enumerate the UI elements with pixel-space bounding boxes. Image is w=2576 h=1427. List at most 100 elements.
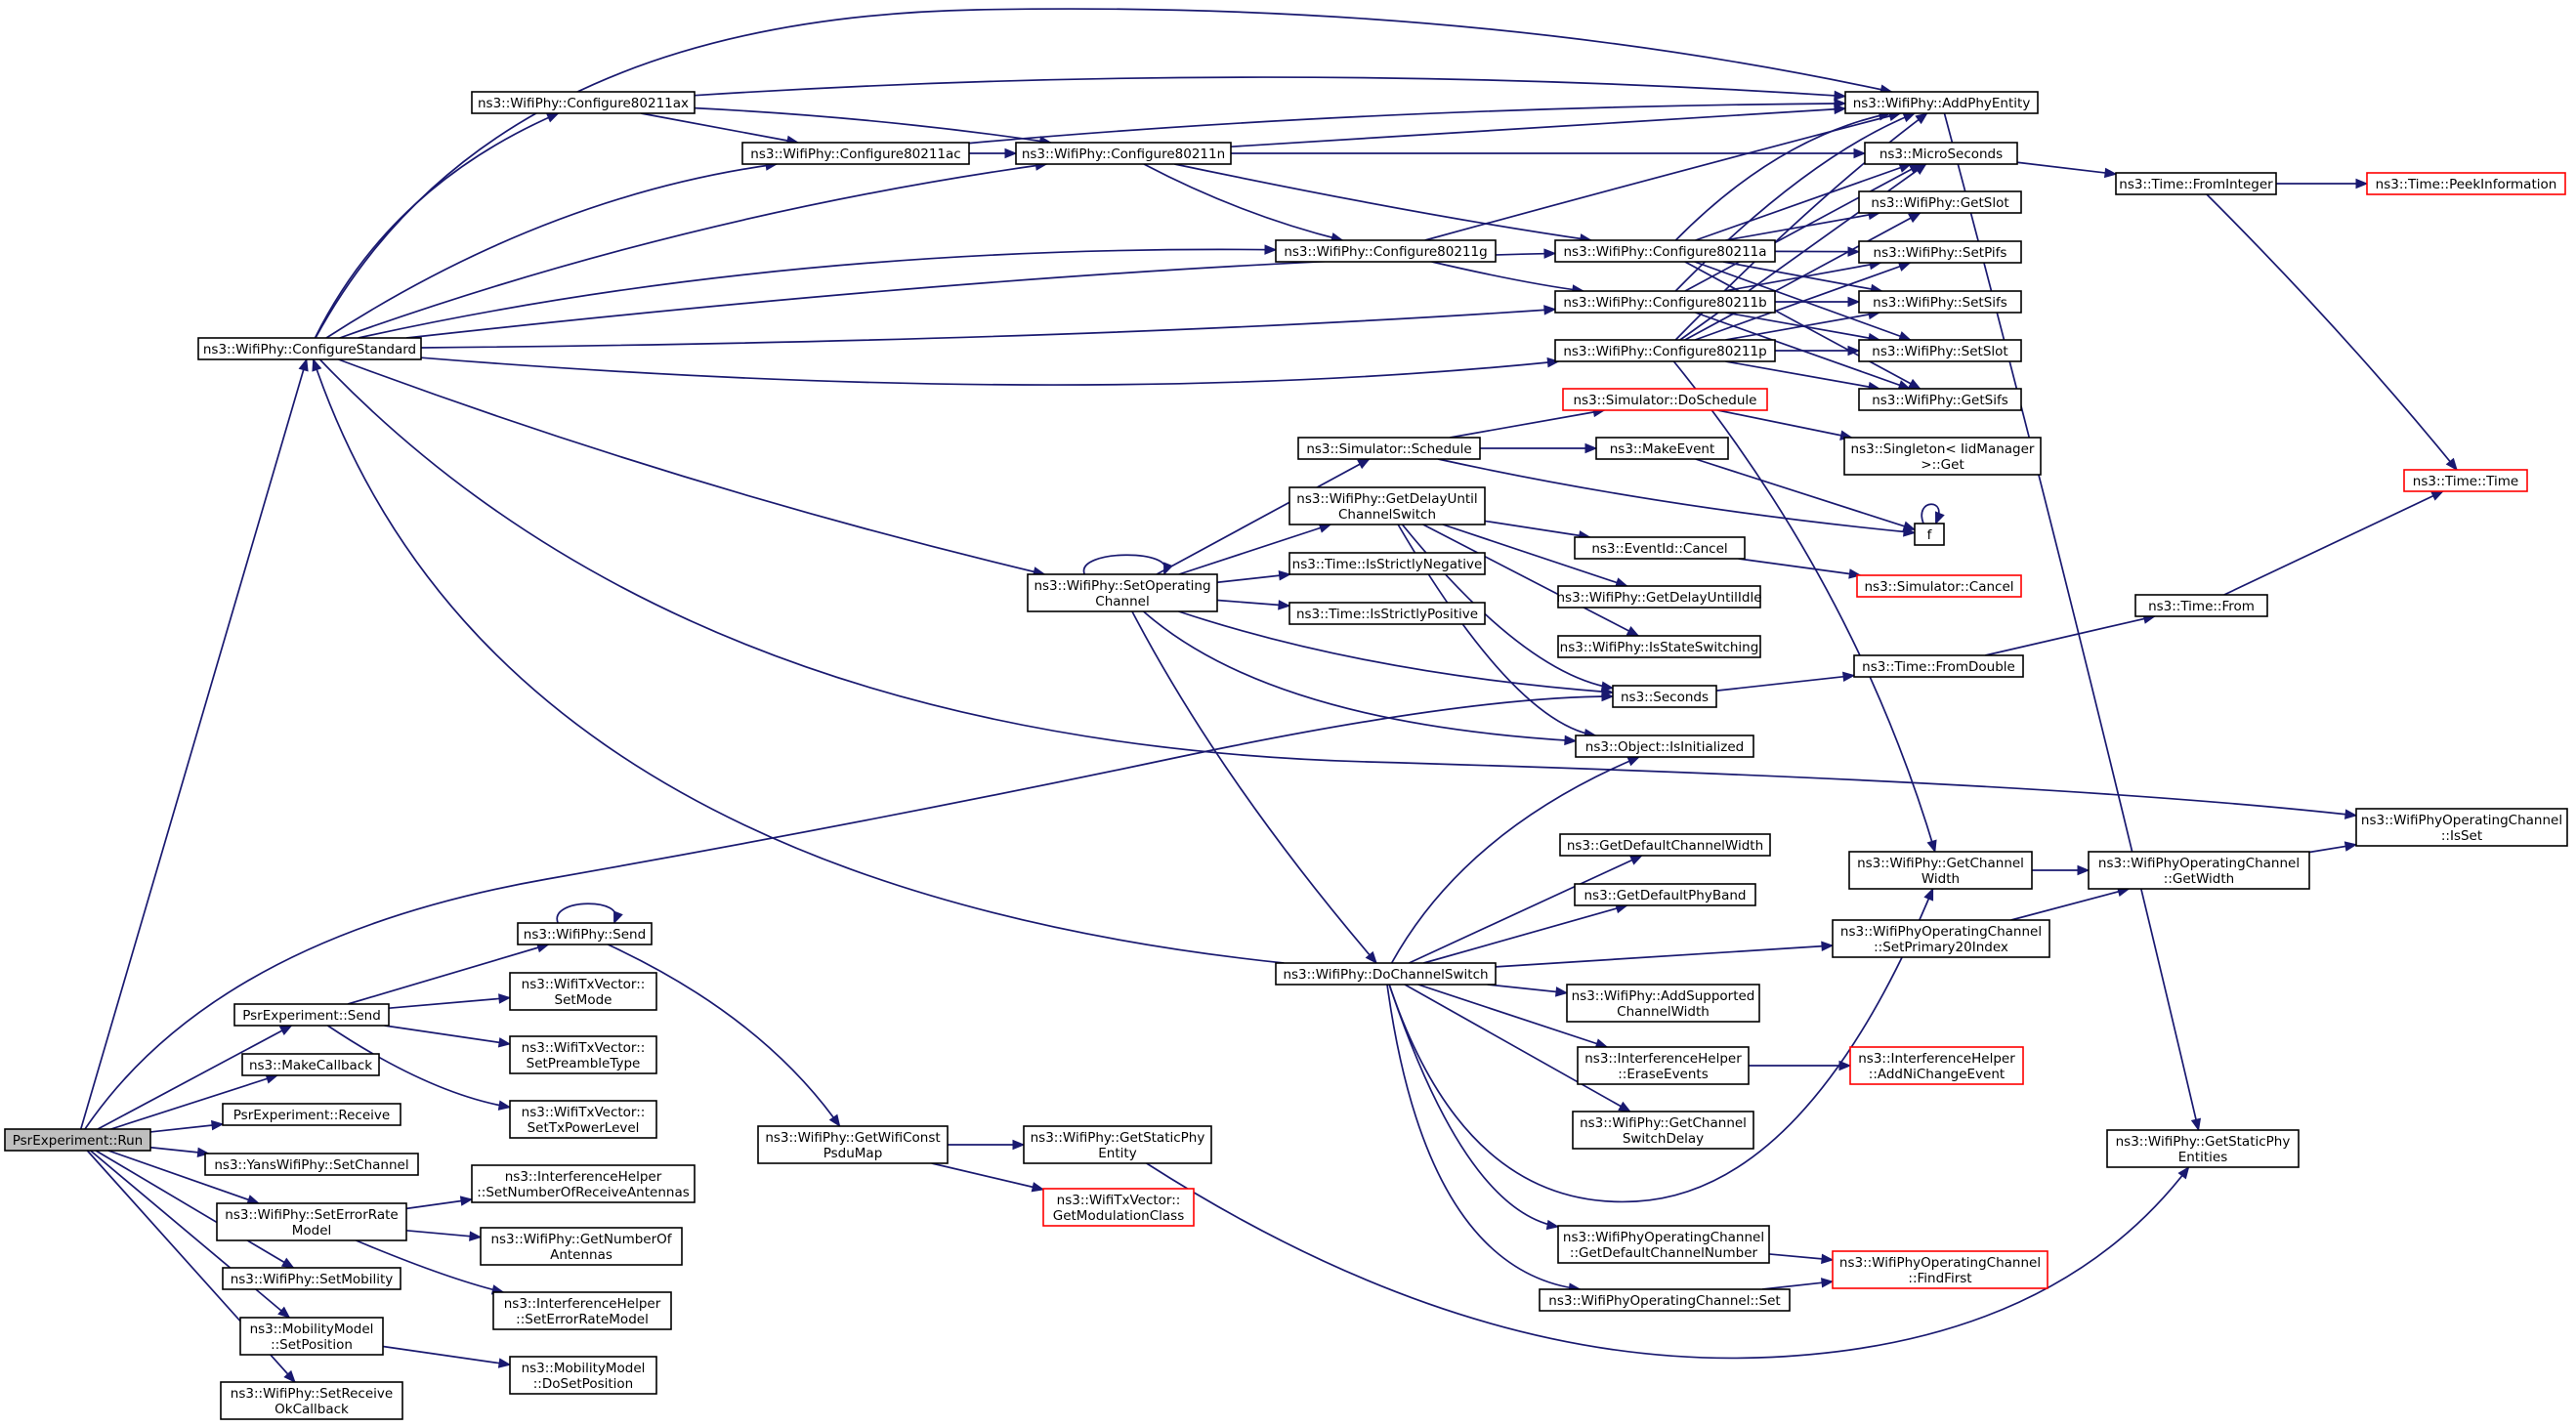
- function-node-getslot[interactable]: ns3::WifiPhy::GetSlot: [1858, 190, 2022, 214]
- function-node-mmsetpos[interactable]: ns3::MobilityModel::SetPosition: [239, 1317, 384, 1356]
- node-box: [1595, 437, 1729, 460]
- function-node-setmode[interactable]: ns3::WifiTxVector::SetMode: [509, 972, 657, 1011]
- function-node-eventcancel[interactable]: ns3::EventId::Cancel: [1574, 536, 1746, 560]
- node-label: ChannelSwitch: [1338, 507, 1436, 523]
- function-node-addnichange[interactable]: ns3::InterferenceHelper::AddNiChangeEven…: [1849, 1046, 2024, 1085]
- function-node-configstd[interactable]: ns3::WifiPhy::ConfigureStandard: [197, 337, 422, 360]
- function-node-fromdouble[interactable]: ns3::Time::FromDouble: [1853, 654, 2024, 678]
- function-node-seterrmodel[interactable]: ns3::WifiPhy::SetErrorRateModel: [216, 1202, 407, 1241]
- function-node-schedule[interactable]: ns3::Simulator::Schedule: [1297, 437, 1481, 460]
- node-label: ns3::WifiPhyOperatingChannel: [2098, 856, 2300, 871]
- edge-arrowhead: [2344, 809, 2358, 819]
- function-node-setpifs[interactable]: ns3::WifiPhy::SetPifs: [1858, 240, 2022, 264]
- function-node-mmdosetpos[interactable]: ns3::MobilityModel::DoSetPosition: [509, 1356, 657, 1395]
- function-node-ihsetnumant[interactable]: ns3::InterferenceHelper::SetNumberOfRece…: [471, 1164, 696, 1203]
- node-label: ns3::WifiPhy::GetChannel: [1580, 1115, 1747, 1131]
- function-node-setslot[interactable]: ns3::WifiPhy::SetSlot: [1858, 339, 2022, 362]
- edge-arrowhead: [2355, 178, 2369, 189]
- function-node-makeevent[interactable]: ns3::MakeEvent: [1595, 437, 1729, 460]
- function-node-getdefband[interactable]: ns3::GetDefaultPhyBand: [1574, 883, 1756, 906]
- function-node-microseconds[interactable]: ns3::MicroSeconds: [1864, 142, 2018, 165]
- function-node-setmobility[interactable]: ns3::WifiPhy::SetMobility: [222, 1267, 401, 1290]
- function-node-c80211n[interactable]: ns3::WifiPhy::Configure80211n: [1015, 142, 1232, 165]
- function-node-getsifs[interactable]: ns3::WifiPhy::GetSifs: [1858, 388, 2022, 411]
- edge-line: [347, 944, 549, 1005]
- call-edge: [1774, 246, 1861, 257]
- function-node-eraseevents[interactable]: ns3::InterferenceHelper::EraseEvents: [1577, 1046, 1750, 1085]
- function-node-findfirst[interactable]: ns3::WifiPhyOperatingChannel::FindFirst: [1832, 1250, 2048, 1289]
- node-label: ns3::WifiPhy::SetPifs: [1874, 245, 2007, 261]
- function-node-c80211g[interactable]: ns3::WifiPhy::Configure80211g: [1275, 239, 1497, 263]
- node-label: ns3::WifiPhy::Configure80211g: [1284, 244, 1487, 260]
- function-node-simcancel[interactable]: ns3::Simulator::Cancel: [1856, 574, 2022, 598]
- node-label: ns3::GetDefaultChannelWidth: [1567, 838, 1763, 854]
- function-node-c80211p[interactable]: ns3::WifiPhy::Configure80211p: [1554, 339, 1776, 362]
- function-node-opchanset[interactable]: ns3::WifiPhyOperatingChannel::Set: [1539, 1288, 1791, 1312]
- function-node-opchanisset[interactable]: ns3::WifiPhyOperatingChannel::IsSet: [2355, 808, 2568, 847]
- function-node-c80211ax[interactable]: ns3::WifiPhy::Configure80211ax: [471, 91, 696, 114]
- function-node-fromint[interactable]: ns3::Time::FromInteger: [2115, 172, 2277, 195]
- function-node-isinit[interactable]: ns3::Object::IsInitialized: [1575, 734, 1754, 758]
- node-box: [1612, 685, 1717, 708]
- function-node-getdefchw[interactable]: ns3::GetDefaultChannelWidth: [1559, 833, 1771, 857]
- function-node-getdefchnum[interactable]: ns3::WifiPhyOperatingChannel::GetDefault…: [1557, 1225, 1770, 1264]
- function-node-psrreceive[interactable]: PsrExperiment::Receive: [222, 1103, 401, 1126]
- function-node-c80211b[interactable]: ns3::WifiPhy::Configure80211b: [1554, 290, 1776, 314]
- call-edge: [1146, 1162, 2190, 1360]
- function-node-isstatesw[interactable]: ns3::WifiPhy::IsStateSwitching: [1557, 635, 1761, 658]
- function-node-addphyentity[interactable]: ns3::WifiPhy::AddPhyEntity: [1844, 91, 2039, 114]
- function-node-ihseterr[interactable]: ns3::InterferenceHelper::SetErrorRateMod…: [492, 1291, 672, 1330]
- function-node-wifisend[interactable]: ns3::WifiPhy::Send: [517, 922, 653, 945]
- node-box: [1858, 388, 2022, 411]
- function-node-yanssetchan[interactable]: ns3::YansWifiPhy::SetChannel: [204, 1153, 419, 1176]
- call-edge: [1216, 599, 1291, 610]
- function-node-c80211ac[interactable]: ns3::WifiPhy::Configure80211ac: [741, 142, 970, 165]
- edge-arrowhead: [278, 1025, 293, 1036]
- function-node-singleton[interactable]: ns3::Singleton< IidManager>::Get: [1843, 437, 2042, 476]
- function-node-setsifs[interactable]: ns3::WifiPhy::SetSifs: [1858, 290, 2022, 314]
- edge-line: [84, 695, 1614, 1130]
- node-label: ns3::WifiPhy::AddPhyEntity: [1853, 96, 2031, 111]
- function-node-setpreamble[interactable]: ns3::WifiTxVector::SetPreambleType: [509, 1035, 657, 1074]
- node-label: ns3::GetDefaultPhyBand: [1584, 888, 1746, 903]
- function-node-doschedule[interactable]: ns3::Simulator::DoSchedule: [1562, 388, 1768, 411]
- function-node-dochsw[interactable]: ns3::WifiPhy::DoChannelSwitch: [1275, 962, 1497, 986]
- function-node-setprimary[interactable]: ns3::WifiPhyOperatingChannel::SetPrimary…: [1832, 919, 2050, 958]
- function-node-timefrom[interactable]: ns3::Time::From: [2134, 594, 2268, 617]
- node-box: [2106, 1129, 2300, 1168]
- function-node-c80211a[interactable]: ns3::WifiPhy::Configure80211a: [1554, 239, 1776, 263]
- function-node-peekinfo[interactable]: ns3::Time::PeekInformation: [2366, 172, 2566, 195]
- node-label: ns3::Object::IsInitialized: [1585, 739, 1744, 755]
- function-node-isneg[interactable]: ns3::Time::IsStrictlyNegative: [1288, 552, 1486, 575]
- function-node-opchangetwidth[interactable]: ns3::WifiPhyOperatingChannel::GetWidth: [2088, 851, 2310, 890]
- function-node-ispos[interactable]: ns3::Time::IsStrictlyPositive: [1288, 602, 1486, 625]
- function-node-getdelayidle[interactable]: ns3::WifiPhy::GetDelayUntilIdle: [1557, 585, 1762, 609]
- node-box: [509, 1100, 657, 1139]
- edge-line: [1131, 610, 1377, 964]
- function-node-psrsend[interactable]: PsrExperiment::Send: [233, 1003, 390, 1027]
- function-node-settxpower[interactable]: ns3::WifiTxVector::SetTxPowerLevel: [509, 1100, 657, 1139]
- function-node-getmodclass[interactable]: ns3::WifiTxVector::GetModulationClass: [1042, 1188, 1195, 1227]
- function-node-seconds[interactable]: ns3::Seconds: [1612, 685, 1717, 708]
- function-node-f[interactable]: f: [1914, 523, 1945, 546]
- edge-arrowhead: [2190, 1117, 2202, 1132]
- function-node-timetime[interactable]: ns3::Time::Time: [2403, 469, 2528, 492]
- call-edge: [1775, 345, 1861, 357]
- edge-line: [1725, 360, 1880, 390]
- node-label: ns3::WifiPhy::ConfigureStandard: [203, 342, 416, 357]
- call-edge: [1725, 209, 1881, 241]
- edge-arrowhead: [1926, 839, 1937, 854]
- function-node-makecallback[interactable]: ns3::MakeCallback: [241, 1053, 380, 1076]
- function-node-run[interactable]: PsrExperiment::Run: [4, 1128, 151, 1152]
- node-label: ns3::WifiPhy::GetSifs: [1872, 393, 2008, 408]
